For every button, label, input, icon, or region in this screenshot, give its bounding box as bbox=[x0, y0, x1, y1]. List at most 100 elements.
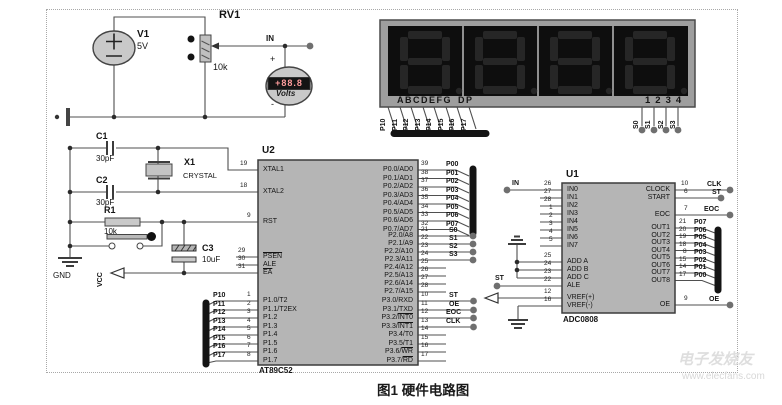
c3-ref: C3 bbox=[202, 243, 214, 253]
display-select-label: S3 bbox=[670, 120, 677, 129]
pin-name-text: P3.7/ bbox=[386, 357, 403, 364]
pin-number: 23 bbox=[421, 242, 429, 249]
pin-number: 27 bbox=[544, 188, 552, 195]
pin-name: IN7 bbox=[567, 242, 578, 249]
pin-name: P2.6/A14 bbox=[384, 280, 413, 287]
pin-name: P2.3/A11 bbox=[384, 256, 413, 263]
c2-ref: C2 bbox=[96, 175, 108, 185]
pin-name-overline: WR bbox=[401, 348, 413, 355]
pin-name: P3.4/T0 bbox=[388, 331, 413, 338]
pin-name: P2.5/A13 bbox=[384, 272, 413, 279]
net-label: S0 bbox=[449, 227, 458, 234]
watermark-title: 电子发烧友 bbox=[678, 351, 754, 368]
pin-number: 19 bbox=[679, 233, 687, 240]
display-separators bbox=[462, 26, 614, 96]
pin-number: 4 bbox=[549, 228, 553, 235]
pin-number: 14 bbox=[421, 325, 429, 332]
u1-chip-body bbox=[561, 182, 676, 314]
display-pin-label: P15 bbox=[438, 118, 445, 131]
net-label: P02 bbox=[446, 178, 459, 185]
display-pin-label: P10 bbox=[380, 118, 387, 131]
display-pin-label: P13 bbox=[415, 118, 422, 131]
pin-name: P2.2/A10 bbox=[384, 248, 413, 255]
pin-name: IN4 bbox=[567, 218, 578, 225]
pin-name: IN1 bbox=[567, 194, 578, 201]
pin-number: 22 bbox=[421, 234, 429, 241]
pin-name: P3.0/RXD bbox=[381, 297, 413, 304]
pin-number: 16 bbox=[544, 296, 552, 303]
junction-dots bbox=[67, 43, 520, 276]
pin-number: 21 bbox=[421, 226, 429, 233]
pin-name: P1.5 bbox=[263, 340, 278, 347]
pin-number: 18 bbox=[679, 240, 687, 248]
pin-number: 13 bbox=[421, 317, 429, 324]
terminal-dots bbox=[306, 42, 734, 331]
pin-name: P0.7/AD7 bbox=[383, 225, 413, 233]
pin-name: P0.4/AD4 bbox=[383, 200, 413, 207]
pin-name: P2.7/A15 bbox=[384, 288, 413, 295]
pin-name: PSEN bbox=[263, 253, 283, 260]
meter-minus: - bbox=[271, 99, 274, 109]
pin-name: ADD B bbox=[567, 266, 589, 273]
pin-name: P1.1/T2EX bbox=[263, 306, 297, 313]
wires bbox=[69, 16, 728, 364]
pin-name: OUT1 bbox=[651, 224, 670, 231]
net-label: ST bbox=[449, 292, 458, 299]
pin-name: OUT4 bbox=[651, 246, 670, 254]
symbol-plates bbox=[58, 141, 528, 329]
pin-name: START bbox=[647, 194, 670, 201]
pin-name: OUT8 bbox=[651, 276, 670, 284]
pin-number: 5 bbox=[247, 325, 251, 332]
pin-number: 38 bbox=[421, 168, 429, 176]
pin-number: 26 bbox=[544, 180, 552, 187]
pin-number: 15 bbox=[679, 255, 687, 263]
bus-bars bbox=[202, 130, 722, 368]
r1-resistor-body bbox=[104, 217, 141, 227]
display-dp-label: DP bbox=[458, 95, 474, 105]
pin-number: 17 bbox=[421, 351, 429, 358]
pin-name: ADD C bbox=[567, 274, 589, 281]
pin-name: OUT2 bbox=[651, 231, 670, 239]
pin-number: 34 bbox=[421, 202, 429, 210]
pin-number: 3 bbox=[549, 220, 553, 227]
net-label: P17 bbox=[213, 352, 226, 359]
net-label: EOC bbox=[446, 309, 462, 316]
pin-number: 28 bbox=[421, 282, 429, 289]
in-net-label: IN bbox=[266, 34, 274, 43]
v1-ref: V1 bbox=[137, 29, 150, 40]
net-label: P04 bbox=[446, 195, 459, 202]
pin-name: P1.3 bbox=[263, 323, 278, 330]
pin-number: 31 bbox=[238, 263, 246, 270]
net-label: ST bbox=[495, 275, 504, 282]
net-label: CLK bbox=[446, 318, 461, 325]
net-label: P05 bbox=[694, 234, 707, 241]
net-label: P13 bbox=[213, 318, 226, 325]
pin-name: P3.3/INT1 bbox=[318, 323, 413, 330]
pin-number: 9 bbox=[247, 212, 251, 219]
meter-unit: Volts bbox=[276, 89, 296, 98]
net-label: CLK bbox=[707, 181, 722, 188]
pin-name: EOC bbox=[654, 211, 670, 218]
reset-button-bar bbox=[106, 234, 148, 240]
pin-number: 25 bbox=[544, 252, 552, 259]
pin-number: 6 bbox=[684, 188, 688, 195]
c2-cap-plates bbox=[106, 185, 114, 199]
pin-name-overline: INT0 bbox=[397, 314, 413, 321]
watermark-url: www.elecfans.com bbox=[682, 371, 765, 382]
vcc-arrow bbox=[109, 267, 125, 279]
v1-polarity-signs bbox=[106, 33, 122, 57]
vref-arrow bbox=[483, 292, 499, 304]
rv1-hatch bbox=[201, 40, 210, 60]
c1-cap-plates bbox=[106, 141, 114, 155]
u1-part: ADC0808 bbox=[563, 315, 599, 324]
net-label: P15 bbox=[213, 335, 226, 342]
pin-name: VREF(+) bbox=[567, 294, 595, 301]
u2-chip-body bbox=[257, 159, 419, 366]
pin-name: OUT3 bbox=[651, 239, 670, 246]
pin-number: 39 bbox=[421, 160, 429, 167]
pin-name-overline: INT1 bbox=[397, 323, 413, 330]
pin-number: 17 bbox=[679, 270, 687, 278]
net-label: P05 bbox=[446, 203, 459, 211]
gnd-symbol-add bbox=[508, 235, 526, 245]
pin-name: IN3 bbox=[567, 210, 578, 217]
